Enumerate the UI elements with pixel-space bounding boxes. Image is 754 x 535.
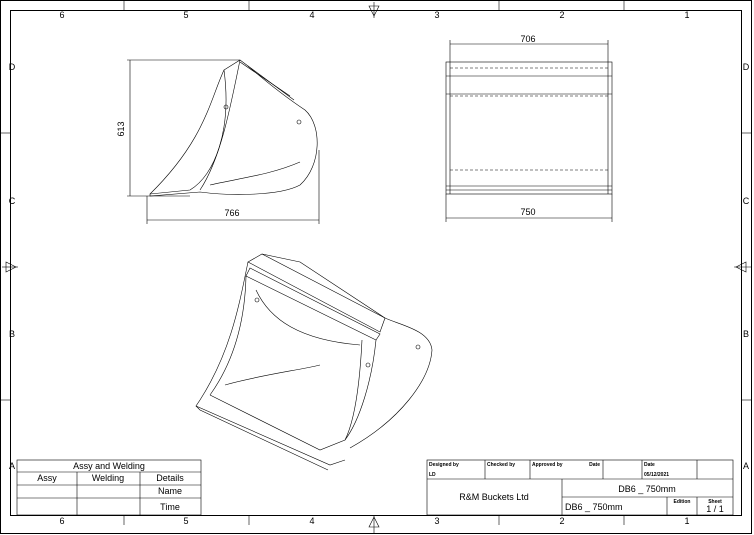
checked-by-label: Checked by: [487, 462, 515, 468]
dimension-front-bottom: 750: [520, 207, 535, 217]
svg-text:4: 4: [309, 10, 314, 20]
process-table: [16, 459, 202, 516]
zone-labels: 6 5 4 3 2 1 6 5 4 3 2 1 D C B A D C B A: [9, 10, 750, 526]
date-label-2: Date: [644, 462, 655, 468]
dimension-side-width: 766: [224, 208, 239, 218]
svg-text:1: 1: [684, 10, 689, 20]
isometric-view: [195, 253, 433, 471]
svg-text:B: B: [743, 329, 749, 339]
approved-by-label: Approved by: [532, 462, 563, 468]
svg-text:A: A: [743, 461, 749, 471]
svg-text:C: C: [743, 196, 750, 206]
inner-border: [10, 10, 742, 516]
designed-by-label: Designed by: [429, 462, 459, 468]
row-label-time: Time: [160, 502, 180, 512]
svg-text:2: 2: [559, 10, 564, 20]
sheet-label: Sheet: [708, 499, 722, 505]
front-view: [445, 61, 613, 195]
svg-text:4: 4: [309, 516, 314, 526]
svg-text:A: A: [9, 461, 15, 471]
svg-text:3: 3: [434, 516, 439, 526]
header-details: Details: [156, 473, 184, 483]
designed-by-value: LD: [429, 472, 436, 478]
edition-label: Edition: [674, 499, 691, 505]
header-welding: Welding: [92, 473, 124, 483]
svg-text:1: 1: [684, 516, 689, 526]
side-view: [149, 59, 318, 197]
drawing-title: DB6 _ 750mm: [618, 484, 676, 494]
row-label-name: Name: [158, 486, 182, 496]
drawing-number: DB6 _ 750mm: [565, 502, 623, 512]
front-view-dimensions: [445, 40, 613, 222]
date-label-1: Date: [589, 462, 600, 468]
svg-text:6: 6: [59, 10, 64, 20]
header-assy: Assy: [37, 473, 57, 483]
svg-text:C: C: [9, 196, 16, 206]
sheet-value: 1 / 1: [706, 504, 724, 514]
process-table-title: Assy and Welding: [73, 461, 145, 471]
company-name: R&M Buckets Ltd: [459, 492, 529, 502]
svg-text:B: B: [9, 329, 15, 339]
dimension-front-top: 706: [520, 34, 535, 44]
svg-text:5: 5: [183, 10, 188, 20]
date-value: 05/12/2021: [644, 472, 669, 478]
dimension-side-height: 613: [116, 121, 126, 136]
svg-text:5: 5: [183, 516, 188, 526]
svg-text:3: 3: [434, 10, 439, 20]
svg-text:2: 2: [559, 516, 564, 526]
svg-text:D: D: [743, 62, 750, 72]
svg-text:6: 6: [59, 516, 64, 526]
side-view-dimensions: [127, 59, 320, 224]
svg-text:D: D: [9, 62, 16, 72]
title-block: [426, 459, 734, 516]
